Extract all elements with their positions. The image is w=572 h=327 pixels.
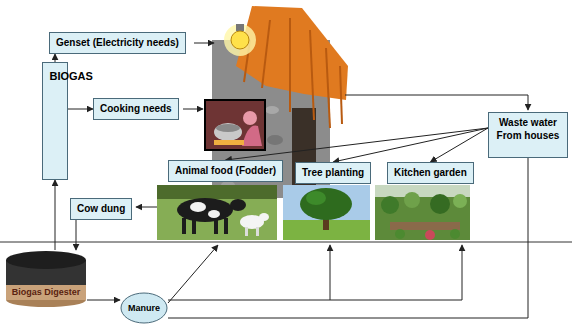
node-text: Tree planting (302, 166, 364, 180)
hut-roof (236, 6, 348, 100)
manure-circle: Manure (120, 292, 168, 324)
node-text: Animal food (Fodder) (175, 164, 276, 178)
node-text: Manure (128, 303, 160, 313)
light-bulb (231, 31, 249, 49)
flow-connector (87, 300, 120, 301)
biogas-digester: Biogas Digester (5, 250, 87, 308)
flow-connector (168, 158, 528, 318)
label-box: Waste water From houses (488, 112, 568, 158)
cow-photo (157, 185, 277, 240)
tree-photo (283, 185, 370, 240)
flow-connector (55, 54, 56, 62)
flow-connector (430, 128, 488, 162)
bulb-glow (224, 24, 256, 56)
flow-connector (55, 180, 56, 250)
node-text: Cooking needs (100, 102, 172, 116)
label-box: Kitchen garden (387, 162, 474, 184)
stone (267, 135, 283, 145)
node-text: Cow dung (77, 202, 125, 216)
vertical-label-box: BIOGAS (42, 62, 68, 180)
stone (265, 106, 279, 114)
digester-shape (5, 250, 87, 308)
node-text: Kitchen garden (394, 166, 467, 180)
hut-door (292, 108, 316, 198)
flow-connector (226, 128, 488, 160)
digester-dome (6, 251, 86, 269)
label-box: Animal food (Fodder) (168, 160, 283, 182)
label-box: Tree planting (295, 162, 371, 184)
node-text: Waste water From houses (493, 116, 563, 142)
flow-connector (76, 220, 77, 250)
label-box: Genset (Electricity needs) (49, 32, 186, 54)
ground-line (0, 242, 572, 243)
flow-arrows (136, 43, 528, 303)
node-text: BIOGAS (50, 67, 61, 85)
garden-photo (375, 185, 470, 240)
flow-connector (68, 109, 93, 110)
label-box: Cooking needs (93, 98, 179, 120)
manure-ellipse (121, 293, 167, 323)
cooking-picture (205, 100, 265, 150)
node-text: Genset (Electricity needs) (56, 36, 179, 50)
node-text: Biogas Digester (5, 287, 87, 298)
digester-band (6, 285, 86, 300)
label-box: Cow dung (70, 198, 132, 220)
bulb-base (236, 24, 244, 31)
flow-connector (333, 128, 488, 162)
